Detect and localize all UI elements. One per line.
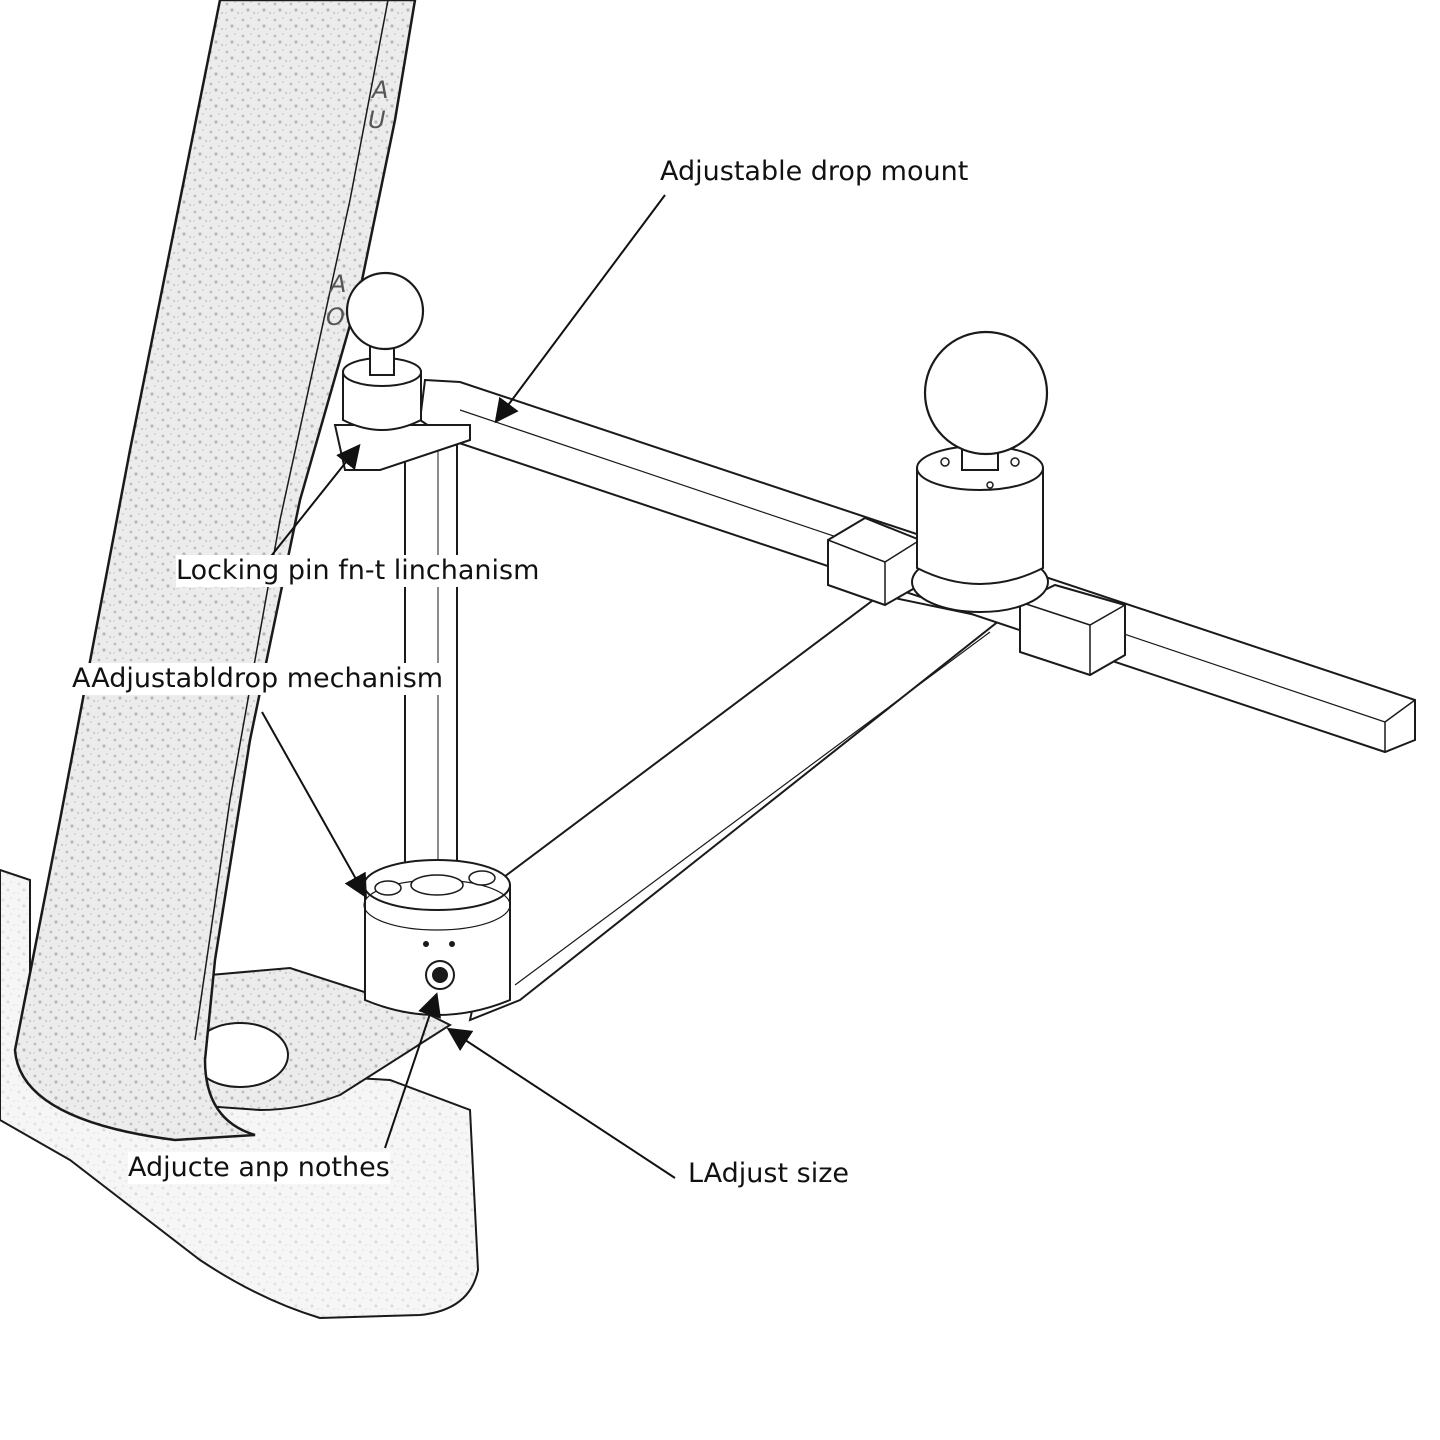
left-mount-collar [342,371,422,431]
left-mount-ball [345,271,425,351]
label-locking-pin-mechanism: Locking pin fn-t linchanism [176,555,540,588]
upright-mark-2: U [368,106,386,134]
label-adjustable-drop-mechanism: AAdjustabldrop mechanism [72,663,444,696]
lower-diagonal-arm [468,593,1003,1022]
upright-mark-3: A [328,270,346,298]
leader-locking-pin [259,443,361,571]
adjustment-cylinder [364,884,511,1016]
bar-clamp-right [1019,583,1126,677]
leader-adjustable-drop-mechanism [261,711,367,899]
right-mount-ball [923,330,1049,456]
upright-mark-1: A [370,76,388,104]
label-adjust-notches: Adjucte anp nothes [128,1152,390,1185]
upright-mark-4: O [326,303,345,331]
leader-adjust-size [446,1027,676,1179]
right-mount-collar [916,467,1044,585]
label-adjust-size: LAdjust size [688,1158,849,1191]
leader-adjust-notches [384,992,442,1149]
leader-adjustable-drop-mount [494,194,666,424]
upright-edge-line [194,0,389,1041]
label-adjustable-drop-mount: Adjustable drop mount [660,156,969,189]
